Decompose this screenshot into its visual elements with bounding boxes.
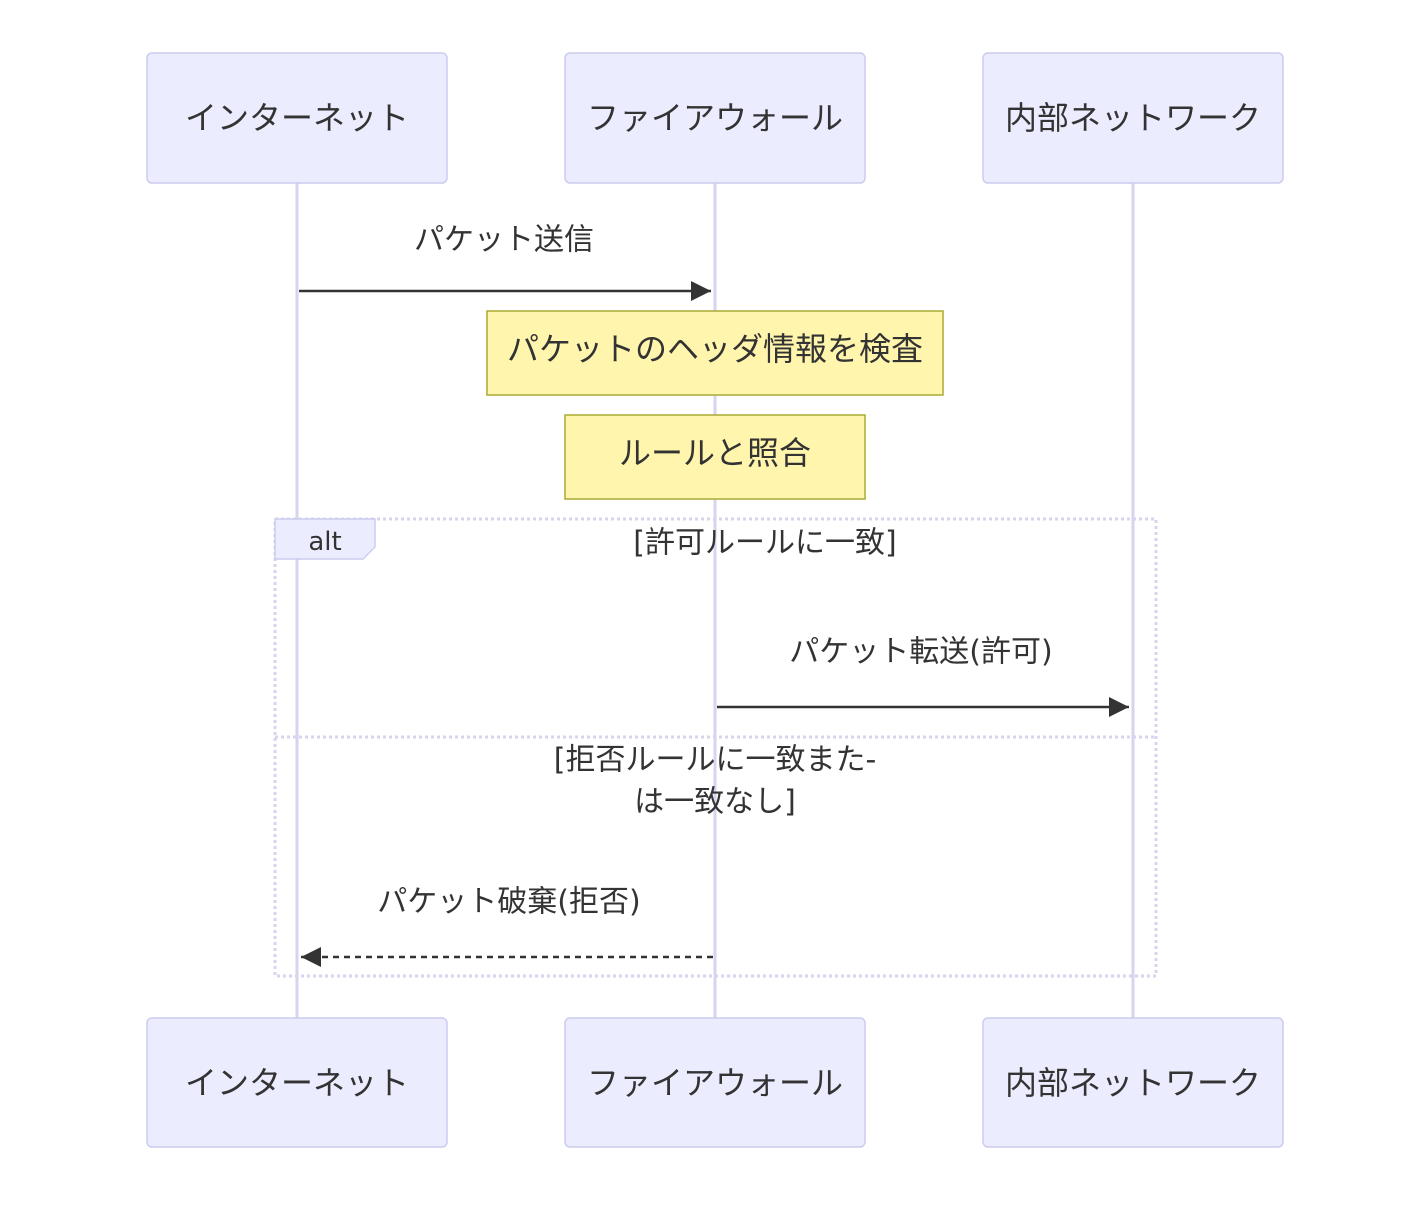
actor-internet-top: インターネット bbox=[146, 52, 448, 184]
message-label: パケット転送(許可) bbox=[789, 635, 1052, 670]
message-label: パケット送信 bbox=[414, 223, 594, 258]
actor-label: 内部ネットワーク bbox=[1005, 1064, 1261, 1102]
message-forward-packet: パケット転送(許可) bbox=[717, 635, 1129, 717]
note-label: ルールと照合 bbox=[619, 434, 811, 472]
message-send-packet: パケット送信 bbox=[299, 223, 711, 301]
actor-label: ファイアウォール bbox=[587, 99, 843, 137]
actor-label: 内部ネットワーク bbox=[1005, 99, 1261, 137]
alt-keyword: alt bbox=[308, 527, 341, 557]
alt-frame: alt [許可ルールに一致] [拒否ルールに一致また- は一致なし] bbox=[273, 517, 1158, 978]
actor-internal-bottom: 内部ネットワーク bbox=[982, 1017, 1284, 1148]
actor-internet-bottom: インターネット bbox=[146, 1017, 448, 1148]
actor-label: インターネット bbox=[185, 99, 409, 137]
message-label: パケット破棄(拒否) bbox=[377, 885, 640, 920]
alt-condition-deny-line2: は一致なし] bbox=[634, 785, 796, 820]
alt-condition-allow: [許可ルールに一致] bbox=[633, 526, 896, 561]
actor-label: インターネット bbox=[185, 1064, 409, 1102]
actor-internal-top: 内部ネットワーク bbox=[982, 52, 1284, 184]
message-drop-packet: パケット破棄(拒否) bbox=[301, 885, 713, 967]
alt-label-tab bbox=[274, 518, 376, 560]
note-match-rules: ルールと照合 bbox=[564, 414, 866, 500]
alt-condition-deny-line1: [拒否ルールに一致また- bbox=[554, 743, 877, 778]
actor-firewall-bottom: ファイアウォール bbox=[564, 1017, 866, 1148]
note-label: パケットのヘッダ情報を検査 bbox=[507, 330, 923, 368]
actor-label: ファイアウォール bbox=[587, 1064, 843, 1102]
actor-firewall-top: ファイアウォール bbox=[564, 52, 866, 184]
note-inspect-header: パケットのヘッダ情報を検査 bbox=[486, 310, 944, 396]
